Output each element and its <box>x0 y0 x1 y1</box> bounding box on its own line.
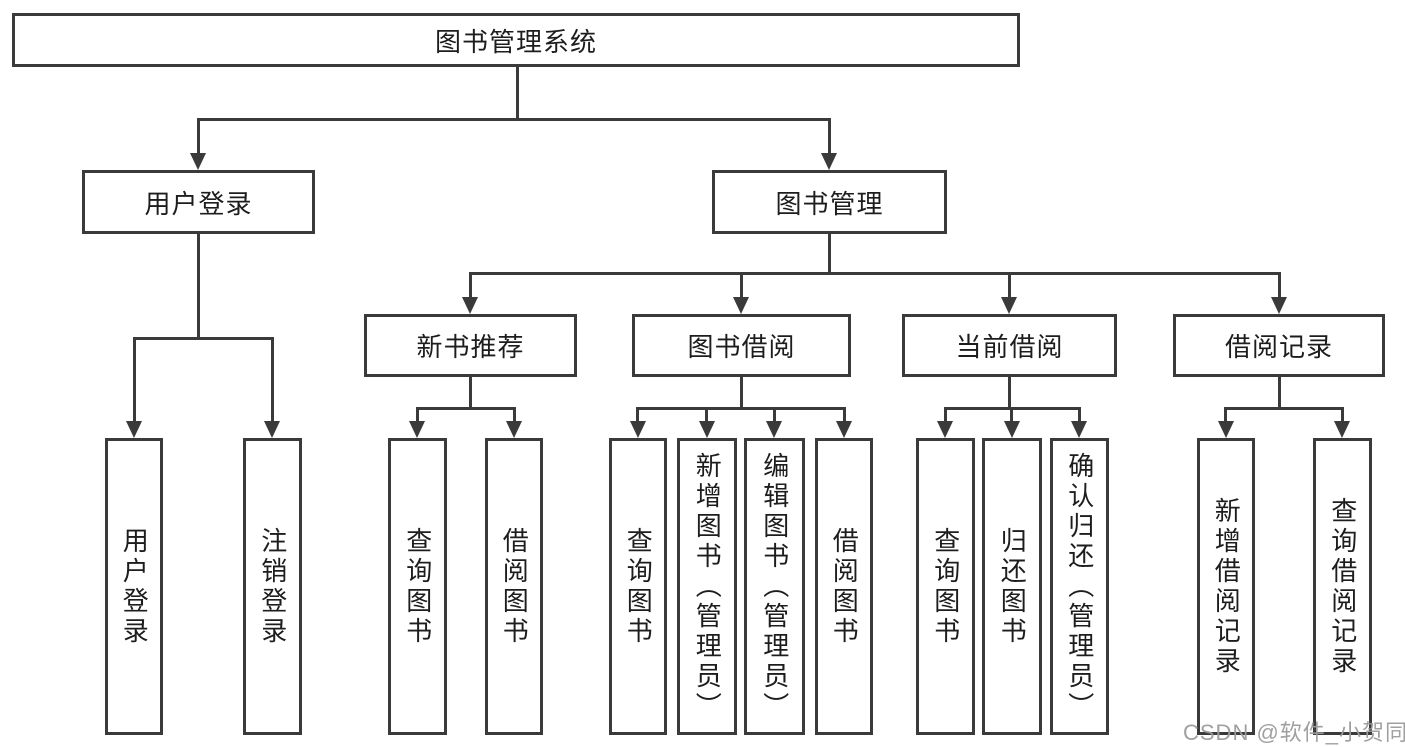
leaf-user-login-label: 用户登录 <box>119 526 150 647</box>
connector-line <box>944 407 947 425</box>
csdn-watermark: CSDN @软件_小贺同学 <box>1183 720 1405 745</box>
connector-line <box>133 337 136 425</box>
connector-line <box>828 118 831 158</box>
leaf-logout: 注销登录 <box>243 438 302 735</box>
leaf-records-add-record-label: 新增借阅记录 <box>1211 496 1242 677</box>
leaf-current-return-books-label: 归还图书 <box>997 526 1028 647</box>
connector-line <box>197 118 831 121</box>
leaf-borrow-edit-books-admin: 编辑图书（管理员） <box>744 438 805 735</box>
arrow-down-icon <box>409 421 425 438</box>
leaf-borrow-add-books-admin-label: 新增图书（管理员） <box>692 451 723 722</box>
node-book-borrow: 图书借阅 <box>632 314 851 377</box>
arrow-down-icon <box>733 297 749 314</box>
leaf-current-query-books: 查询图书 <box>916 438 975 735</box>
leaf-user-login: 用户登录 <box>105 438 163 735</box>
leaf-current-query-books-label: 查询图书 <box>930 526 961 647</box>
node-root-label: 图书管理系统 <box>434 26 597 57</box>
connector-line <box>197 234 200 340</box>
leaf-newbook-borrow-books-label: 借阅图书 <box>499 526 530 647</box>
connector-line <box>740 272 743 300</box>
connector-line <box>773 407 776 425</box>
connector-line <box>469 272 472 300</box>
node-root: 图书管理系统 <box>12 13 1020 67</box>
connector-line <box>1278 272 1281 300</box>
arrow-down-icon <box>264 421 280 438</box>
leaf-records-query-record: 查询借阅记录 <box>1313 438 1372 735</box>
arrow-down-icon <box>1271 297 1287 314</box>
arrow-down-icon <box>699 421 715 438</box>
leaf-current-confirm-return-admin-label: 确认归还（管理员） <box>1064 451 1095 722</box>
arrow-down-icon <box>126 421 142 438</box>
connector-line <box>1278 377 1281 410</box>
leaf-records-query-record-label: 查询借阅记录 <box>1327 496 1358 677</box>
connector-line <box>828 234 831 275</box>
node-user-login-label: 用户登录 <box>144 188 253 219</box>
node-borrow-records: 借阅记录 <box>1173 314 1385 377</box>
connector-line <box>1008 272 1011 300</box>
node-current-borrow: 当前借阅 <box>902 314 1117 377</box>
connector-line <box>740 377 743 410</box>
leaf-borrow-borrow-books: 借阅图书 <box>815 438 873 735</box>
connector-line <box>469 377 472 410</box>
leaf-current-confirm-return-admin: 确认归还（管理员） <box>1050 438 1109 735</box>
connector-line <box>416 407 516 410</box>
leaf-newbook-borrow-books: 借阅图书 <box>485 438 543 735</box>
leaf-borrow-query-books: 查询图书 <box>609 438 667 735</box>
node-book-management-label: 图书管理 <box>775 188 884 219</box>
arrow-down-icon <box>1071 421 1087 438</box>
connector-line <box>636 407 846 410</box>
arrow-down-icon <box>937 421 953 438</box>
connector-line <box>1224 407 1227 425</box>
arrow-down-icon <box>836 421 852 438</box>
node-new-book-recommend: 新书推荐 <box>364 314 577 377</box>
connector-line <box>271 337 274 425</box>
arrow-down-icon <box>630 421 646 438</box>
connector-line <box>1010 407 1013 425</box>
node-new-book-recommend-label: 新书推荐 <box>416 332 525 362</box>
arrow-down-icon <box>1001 297 1017 314</box>
connector-line <box>516 67 519 121</box>
connector-line <box>1224 407 1344 410</box>
connector-line <box>1078 407 1081 425</box>
connector-line <box>133 337 274 340</box>
connector-line <box>843 407 846 425</box>
arrow-down-icon <box>1004 421 1020 438</box>
node-user-login: 用户登录 <box>82 170 315 234</box>
leaf-newbook-query-books-label: 查询图书 <box>402 526 433 647</box>
connector-line <box>469 272 1281 275</box>
leaf-borrow-edit-books-admin-label: 编辑图书（管理员） <box>759 451 790 722</box>
leaf-borrow-add-books-admin: 新增图书（管理员） <box>677 438 737 735</box>
arrow-down-icon <box>506 421 522 438</box>
node-borrow-records-label: 借阅记录 <box>1224 332 1333 362</box>
arrow-down-icon <box>462 297 478 314</box>
leaf-newbook-query-books: 查询图书 <box>388 438 447 735</box>
arrow-down-icon <box>190 153 206 170</box>
leaf-borrow-query-books-label: 查询图书 <box>623 526 654 647</box>
connector-line <box>1341 407 1344 425</box>
connector-line <box>705 407 708 425</box>
node-book-management: 图书管理 <box>712 170 947 234</box>
leaf-logout-label: 注销登录 <box>257 526 288 647</box>
arrow-down-icon <box>1334 421 1350 438</box>
leaf-borrow-borrow-books-label: 借阅图书 <box>829 526 860 647</box>
arrow-down-icon <box>766 421 782 438</box>
connector-line <box>513 407 516 425</box>
arrow-down-icon <box>821 153 837 170</box>
leaf-records-add-record: 新增借阅记录 <box>1197 438 1255 735</box>
leaf-current-return-books: 归还图书 <box>982 438 1042 735</box>
arrow-down-icon <box>1218 421 1234 438</box>
connector-line <box>636 407 639 425</box>
connector-line <box>1008 377 1011 410</box>
connector-line <box>416 407 419 425</box>
connector-line <box>197 118 200 158</box>
node-book-borrow-label: 图书借阅 <box>687 332 796 362</box>
node-current-borrow-label: 当前借阅 <box>955 332 1064 362</box>
